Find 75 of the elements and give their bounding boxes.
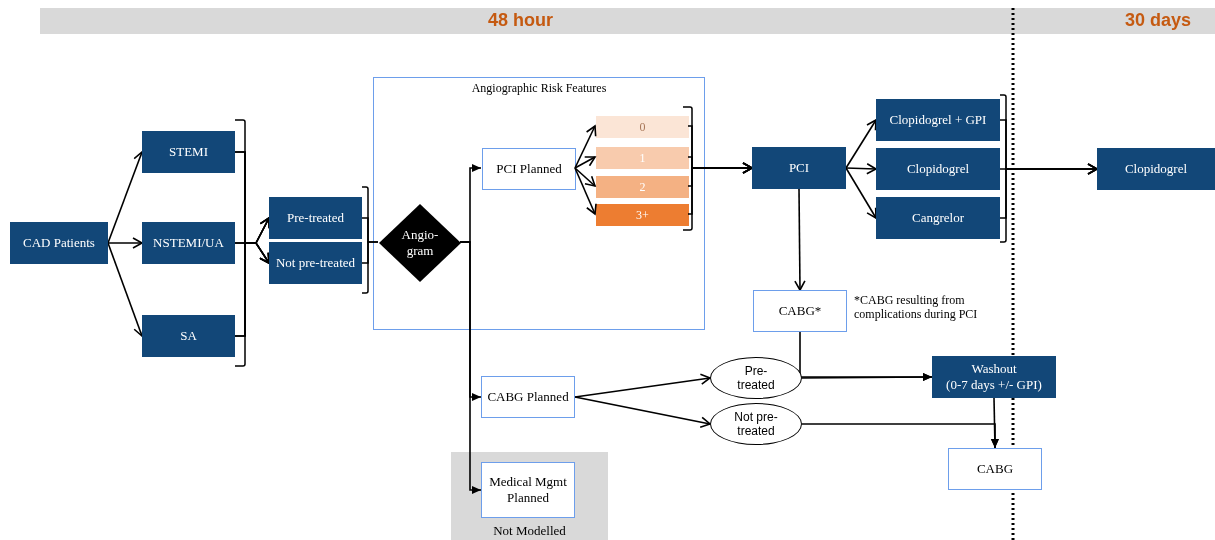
arrow	[845, 119, 877, 169]
arrow	[107, 242, 145, 337]
box-label: Not pre-treated	[733, 409, 779, 439]
process-box	[142, 131, 235, 173]
box-label: Angio-gram	[400, 227, 440, 259]
process-box	[482, 148, 576, 190]
box-label: Pre-treated	[736, 363, 776, 393]
box-label: STEMI	[169, 144, 208, 160]
arrow	[107, 151, 145, 244]
process-box	[753, 290, 847, 332]
arrow	[574, 125, 597, 169]
arrow	[845, 167, 877, 219]
process-box	[269, 242, 362, 284]
process-box	[142, 222, 235, 264]
process-box	[1097, 148, 1215, 190]
box-label: Pre-treated	[287, 210, 344, 226]
box-label: Clopidogrel	[1124, 161, 1188, 177]
arrow	[687, 162, 753, 215]
arrow	[801, 373, 933, 382]
note-text: *CABG resulting from complications during PCI	[854, 293, 979, 322]
arrow	[990, 397, 999, 449]
arrow	[574, 167, 596, 187]
arrow	[845, 162, 877, 175]
process-box	[876, 197, 1000, 239]
ellipse-node	[710, 357, 802, 399]
box-label: Angiographic Risk Features	[471, 81, 607, 96]
box-label: 3+	[636, 207, 649, 223]
process-box	[876, 148, 1000, 190]
process-box	[932, 356, 1056, 398]
box-label: PCI	[788, 160, 810, 176]
process-box	[481, 462, 575, 518]
process-box	[948, 448, 1042, 490]
arrow	[999, 163, 1098, 219]
connector-line	[361, 241, 379, 264]
box-label: Clopidogrel	[906, 161, 970, 177]
time-period-label: 30 days	[1125, 10, 1192, 31]
box-label: Cangrelor	[912, 210, 964, 226]
risk-level-bar	[596, 204, 689, 226]
box-label: CAD Patients	[23, 235, 95, 251]
arrow	[574, 396, 711, 428]
arrow	[574, 156, 596, 169]
box-label: 2	[639, 179, 646, 195]
process-box	[876, 99, 1000, 141]
process-box	[269, 197, 362, 239]
arrow	[574, 167, 597, 215]
box-label: NSTEMI/UA	[153, 235, 224, 251]
box-label: Clopidogrel + GPI	[889, 112, 987, 128]
arrow	[794, 188, 806, 291]
box-label: PCI Planned	[496, 161, 562, 177]
process-box	[10, 222, 108, 264]
box-label: Not pre-treated	[275, 255, 355, 271]
time-period-label: 48 hour	[488, 10, 553, 31]
risk-level-bar	[596, 116, 689, 138]
box-label: 0	[639, 119, 646, 135]
process-box	[142, 315, 235, 357]
shaded-region	[451, 452, 608, 540]
group-frame	[373, 77, 705, 330]
box-label: CABG*	[778, 303, 822, 319]
box-label: SA	[180, 328, 197, 344]
box-label: Not Modelled	[493, 523, 566, 539]
risk-level-bar	[596, 176, 689, 198]
box-label: Washout	[971, 361, 1017, 377]
box-label: CABG Planned	[487, 389, 569, 405]
process-box	[752, 147, 846, 189]
risk-level-bar	[596, 147, 689, 169]
arrow	[459, 241, 482, 494]
process-box	[481, 376, 575, 418]
box-label: Medical Mgmt Planned	[488, 474, 568, 506]
arrow	[574, 373, 711, 398]
box-label: 1	[639, 150, 646, 166]
box-label: CABG	[976, 461, 1014, 477]
arrow	[107, 237, 143, 249]
decision-diamond	[379, 204, 461, 282]
box-label: (0-7 days +/- GPI)	[946, 377, 1042, 393]
arrow	[234, 242, 270, 337]
